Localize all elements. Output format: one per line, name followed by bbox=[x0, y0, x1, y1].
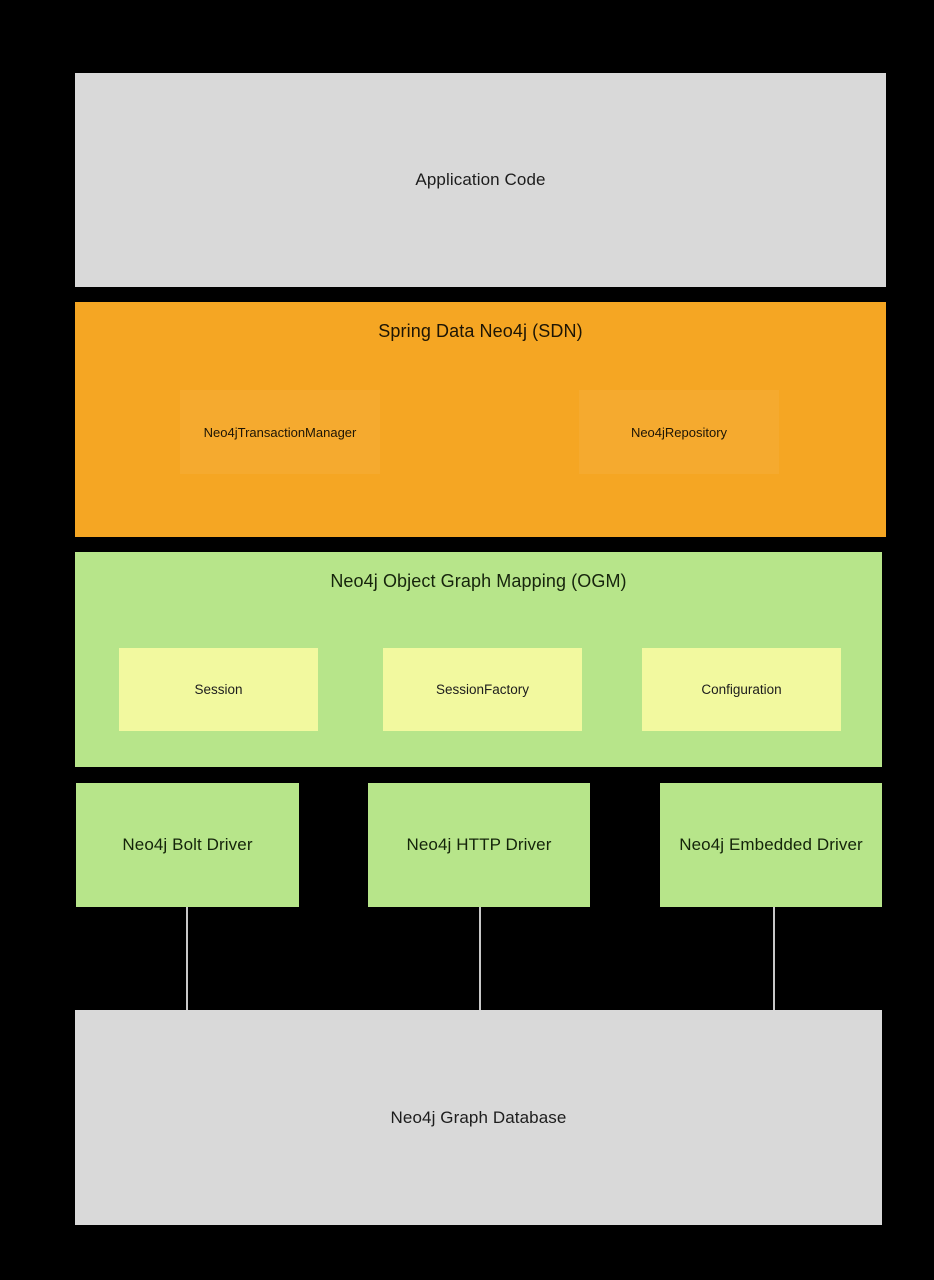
layer-neo4j-ogm-title: Neo4j Object Graph Mapping (OGM) bbox=[330, 571, 627, 591]
component-neo4j-transaction-manager-label: Neo4jTransactionManager bbox=[203, 424, 357, 440]
layer-neo4j-graph-database-label: Neo4j Graph Database bbox=[390, 1107, 567, 1127]
component-session: Session bbox=[119, 648, 318, 731]
component-neo4j-repository-label: Neo4jRepository bbox=[630, 424, 728, 440]
connector-bolt-to-database bbox=[186, 907, 188, 1011]
component-neo4j-repository: Neo4jRepository bbox=[579, 390, 779, 474]
component-neo4j-bolt-driver-label: Neo4j Bolt Driver bbox=[122, 835, 253, 854]
component-session-label: Session bbox=[194, 682, 243, 697]
layer-neo4j-ogm: Neo4j Object Graph Mapping (OGM) Session… bbox=[75, 552, 882, 767]
component-session-factory-label: SessionFactory bbox=[435, 682, 530, 697]
component-neo4j-transaction-manager: Neo4jTransactionManager bbox=[180, 390, 380, 474]
component-neo4j-embedded-driver-label: Neo4j Embedded Driver bbox=[679, 835, 863, 854]
connector-embedded-to-database bbox=[773, 907, 775, 1011]
component-neo4j-http-driver: Neo4j HTTP Driver bbox=[368, 783, 590, 907]
component-neo4j-http-driver-label: Neo4j HTTP Driver bbox=[406, 835, 552, 854]
component-configuration: Configuration bbox=[642, 648, 841, 731]
component-configuration-label: Configuration bbox=[701, 682, 782, 697]
layer-application-code-label: Application Code bbox=[415, 170, 546, 189]
layer-application-code: Application Code bbox=[75, 73, 886, 287]
connector-http-to-database bbox=[479, 907, 481, 1011]
layer-neo4j-graph-database: Neo4j Graph Database bbox=[75, 1010, 882, 1225]
component-neo4j-bolt-driver: Neo4j Bolt Driver bbox=[76, 783, 299, 907]
component-session-factory: SessionFactory bbox=[383, 648, 582, 731]
layer-spring-data-neo4j-title: Spring Data Neo4j (SDN) bbox=[378, 321, 583, 341]
component-neo4j-embedded-driver: Neo4j Embedded Driver bbox=[660, 783, 882, 907]
layer-spring-data-neo4j: Spring Data Neo4j (SDN) Neo4jTransaction… bbox=[75, 302, 886, 537]
